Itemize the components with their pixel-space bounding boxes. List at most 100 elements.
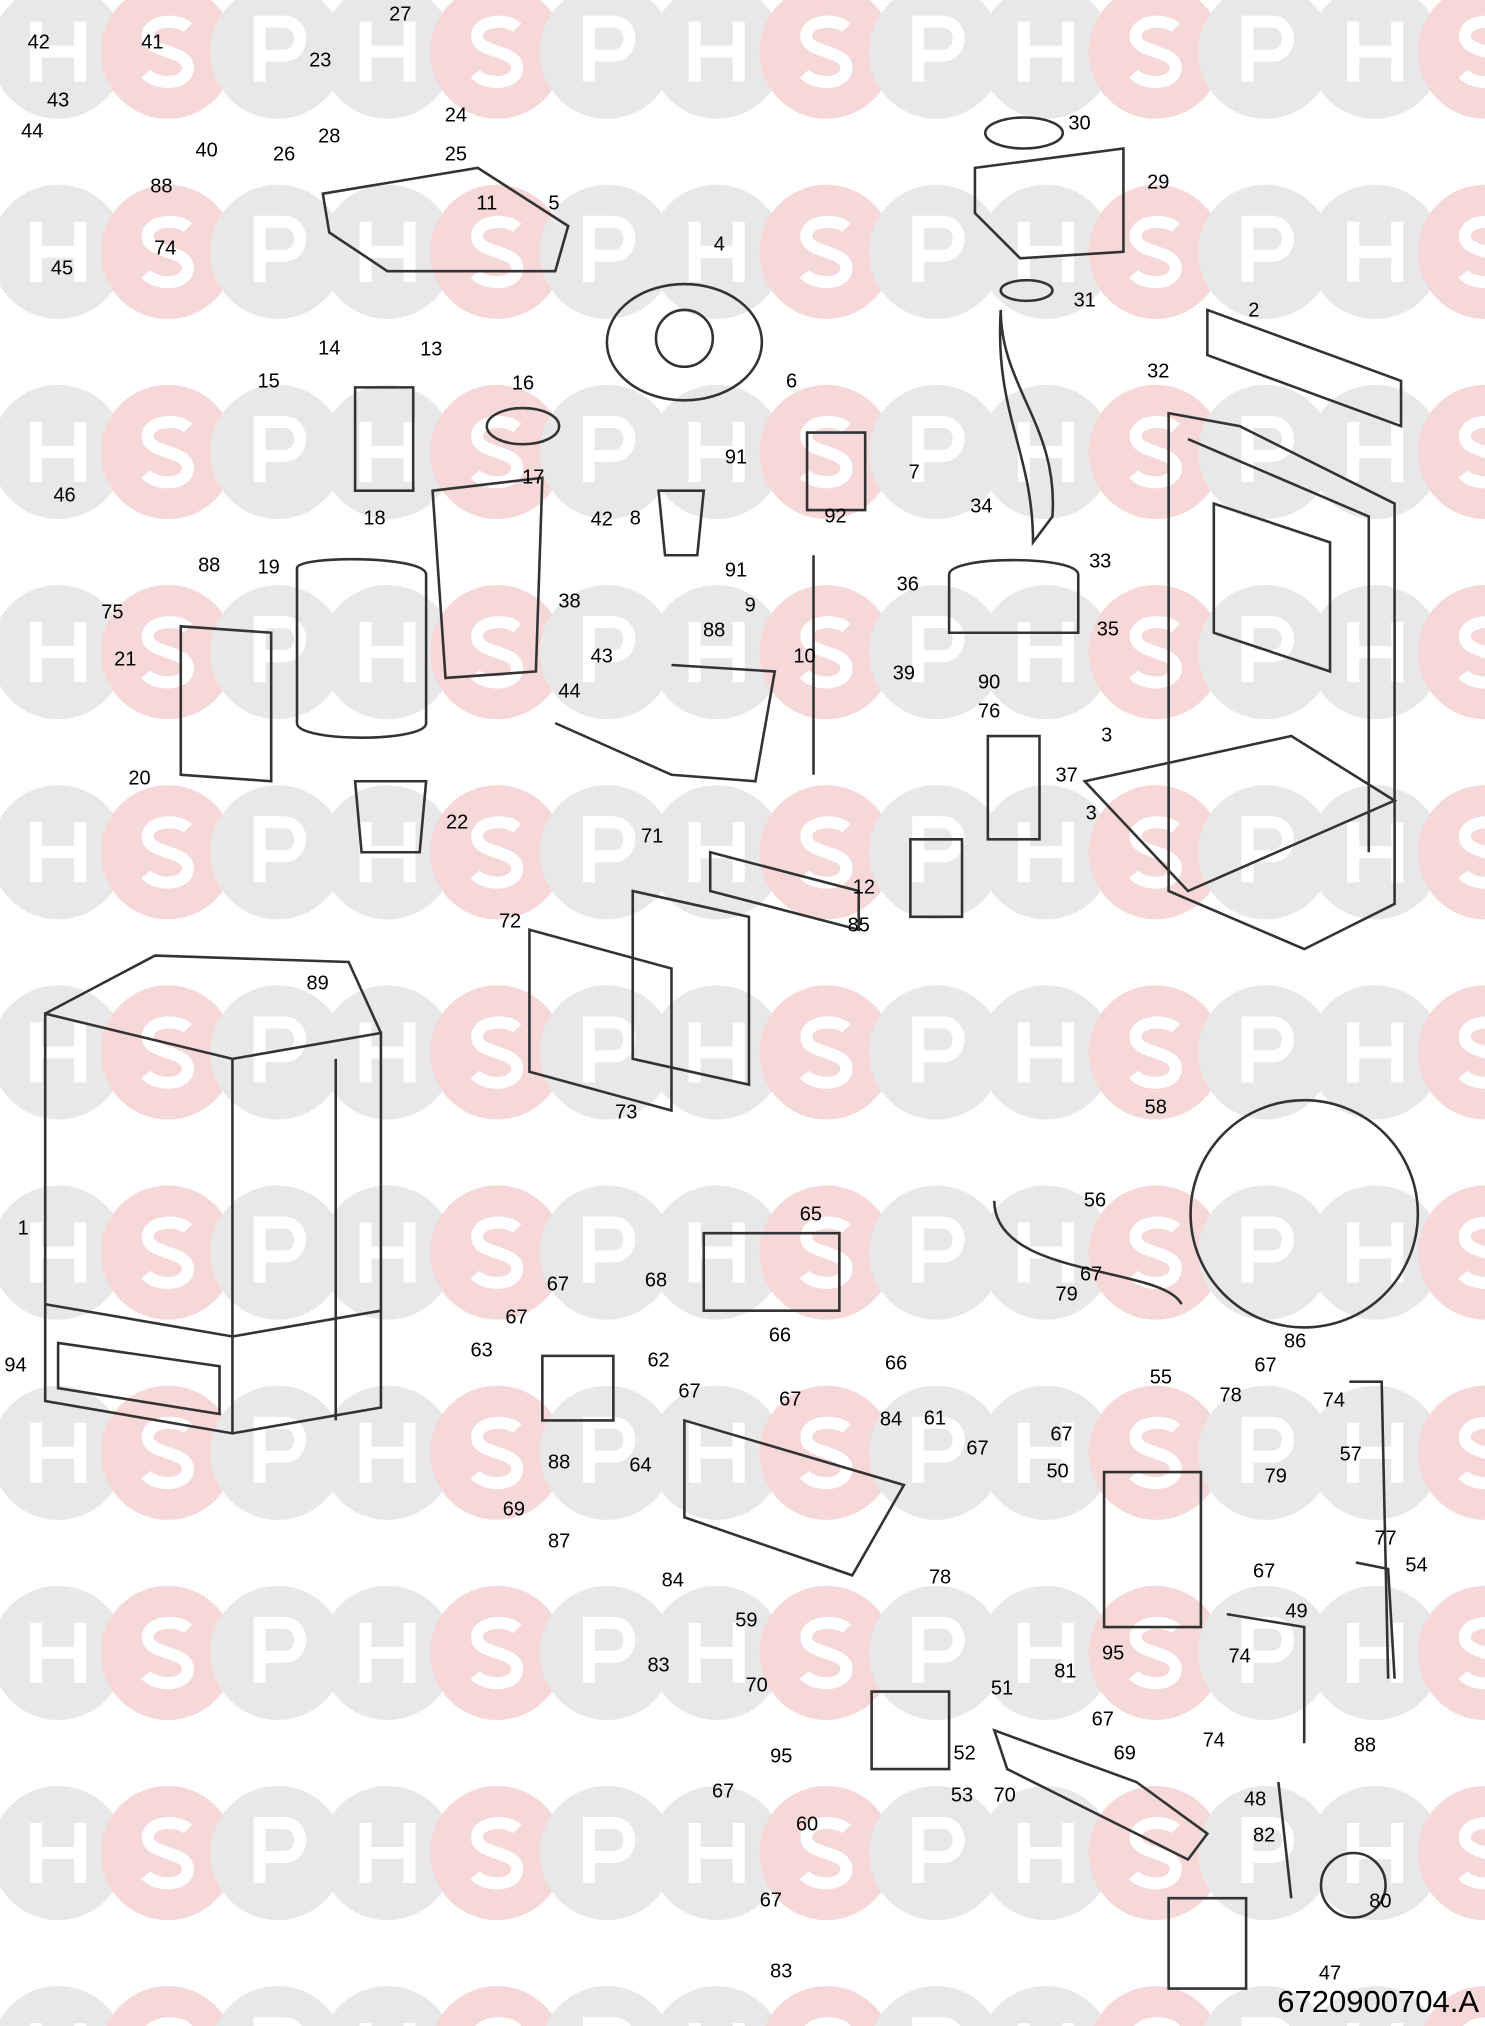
watermark-circle	[1198, 785, 1333, 920]
watermark-circle	[210, 1185, 345, 1320]
watermark-letter-P	[912, 1616, 965, 1683]
watermark-letter-S	[141, 1216, 194, 1289]
part-callout-3: 3	[1085, 802, 1097, 825]
part-callout-26: 26	[272, 143, 296, 166]
watermark-letter-S	[1129, 816, 1182, 889]
watermark-circle	[545, 1986, 669, 2026]
watermark-letter-H	[1347, 1022, 1404, 1083]
watermark-letter-S	[1458, 416, 1485, 489]
watermark-circle	[0, 384, 126, 520]
watermark-letter-S	[1129, 1016, 1182, 1089]
watermark-circle	[0, 1986, 120, 2026]
part-callout-82: 82	[1253, 1824, 1276, 1847]
watermark-letter-P	[582, 215, 636, 282]
watermark-letter-S	[141, 1416, 194, 1490]
watermark-circle	[1088, 1185, 1223, 1320]
part-callout-80: 80	[1369, 1890, 1392, 1913]
watermark-letter-S	[1464, 2017, 1485, 2026]
part-callout-50: 50	[1046, 1460, 1069, 1483]
watermark-letter-S	[1129, 15, 1182, 88]
watermark-circle	[210, 1785, 345, 1921]
watermark-letter-P	[912, 415, 965, 482]
watermark-circle	[649, 584, 784, 720]
watermark-circle	[210, 985, 345, 1120]
watermark-letter-P	[1241, 1817, 1294, 1884]
part-callout-70: 70	[745, 1674, 768, 1697]
watermark-circle	[1308, 1585, 1443, 1721]
watermark-circle	[100, 1385, 236, 1520]
watermark-circle	[100, 785, 236, 920]
part-callout-57: 57	[1339, 1443, 1362, 1466]
watermark-circle	[1198, 584, 1333, 720]
part-callout-6: 6	[786, 370, 798, 393]
watermark-circle	[210, 0, 345, 119]
watermark-circle	[874, 1986, 998, 2026]
watermark-letter-P	[582, 1416, 636, 1483]
part-callout-67: 67	[966, 1437, 989, 1460]
watermark-letter-S	[1458, 1616, 1485, 1690]
watermark-letter-H	[688, 21, 745, 82]
watermark-letter-H	[1347, 1622, 1404, 1683]
watermark-letter-P	[582, 616, 636, 683]
watermark-letter-H	[1347, 822, 1404, 883]
part-callout-33: 33	[1089, 550, 1112, 573]
part-callout-28: 28	[318, 125, 341, 148]
watermark-letter-P	[582, 1016, 636, 1083]
part-callout-74: 74	[1228, 1645, 1251, 1668]
watermark-circle	[1198, 985, 1333, 1120]
watermark-circle	[100, 1785, 236, 1921]
watermark-letter-P	[1241, 616, 1294, 683]
watermark-letter-H	[30, 1022, 87, 1083]
watermark-circle	[325, 1986, 449, 2026]
watermark-letter-S	[1458, 1216, 1485, 1289]
watermark-letter-P	[912, 816, 965, 883]
watermark-circle	[0, 1185, 126, 1320]
watermark-letter-H	[30, 822, 87, 883]
part-callout-19: 19	[257, 556, 280, 579]
part-callout-53: 53	[950, 1784, 974, 1807]
part-callout-24: 24	[444, 104, 467, 127]
watermark-letter-P	[253, 1016, 306, 1083]
watermark-circle	[210, 785, 345, 920]
watermark-letter-P	[1241, 816, 1294, 883]
watermark-letter-S	[141, 416, 194, 489]
watermark-circle	[106, 1986, 230, 2026]
watermark-letter-H	[359, 1622, 416, 1683]
watermark-letter-P	[253, 15, 306, 82]
watermark-circle	[1198, 1185, 1333, 1320]
watermark-letter-S	[470, 1216, 524, 1289]
part-callout-41: 41	[141, 31, 164, 54]
watermark-letter-S	[799, 15, 853, 88]
watermark-circle	[320, 584, 455, 720]
watermark-letter-S	[1458, 215, 1485, 289]
part-callout-8: 8	[629, 507, 641, 530]
watermark-letter-P	[253, 1416, 306, 1483]
part-callout-84: 84	[661, 1569, 684, 1592]
watermark-circle	[320, 0, 455, 119]
watermark-circle	[1198, 1785, 1333, 1921]
part-callout-18: 18	[363, 507, 386, 530]
part-callout-68: 68	[644, 1269, 668, 1292]
watermark-circle	[1417, 1385, 1485, 1520]
watermark-letter-H	[688, 1422, 745, 1483]
part-callout-22: 22	[445, 811, 469, 834]
part-callout-48: 48	[1244, 1788, 1267, 1811]
watermark-letter-P	[253, 1616, 306, 1683]
watermark-letter-P	[582, 2017, 631, 2026]
watermark-circle	[759, 184, 894, 319]
watermark-letter-S	[470, 215, 524, 289]
watermark-letter-P	[912, 1416, 965, 1483]
watermark-circle	[869, 1585, 1004, 1721]
watermark-circle	[210, 1585, 345, 1721]
watermark-circle	[649, 1185, 784, 1320]
watermark-letter-P	[253, 2017, 302, 2026]
watermark-letter-H	[1017, 221, 1074, 282]
part-callout-46: 46	[53, 484, 76, 507]
part-callout-90: 90	[978, 671, 1001, 694]
part-callout-36: 36	[896, 573, 919, 596]
part-callout-3: 3	[1101, 724, 1113, 747]
part-callout-32: 32	[1147, 360, 1170, 383]
part-callout-25: 25	[444, 143, 467, 166]
watermark-letter-H	[1347, 421, 1404, 482]
watermark-circle	[430, 1185, 565, 1320]
